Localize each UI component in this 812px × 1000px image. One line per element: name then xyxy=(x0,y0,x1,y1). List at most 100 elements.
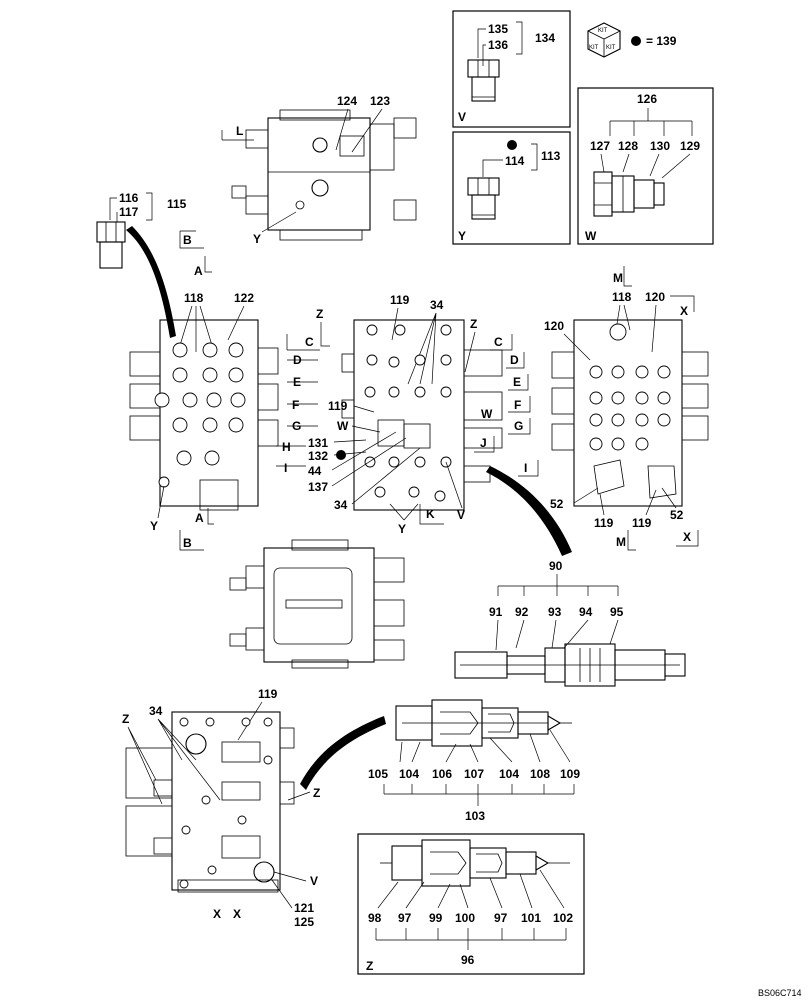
kit-dot-icon xyxy=(631,36,641,46)
callout-104-b: 104 xyxy=(499,767,519,781)
section-c-right: C xyxy=(494,335,503,349)
callout-116: 116 xyxy=(119,191,139,205)
callout-119-bottom-view: 119 xyxy=(258,687,278,701)
callout-109: 109 xyxy=(560,767,580,781)
view-label-v-center: V xyxy=(457,508,465,522)
callout-119-top: 119 xyxy=(390,293,410,307)
valve-103-body xyxy=(395,699,572,747)
kit-label: KIT xyxy=(598,28,608,34)
center-valve-body xyxy=(341,319,503,511)
kit-legend: KIT KIT KIT = 139 xyxy=(587,22,677,58)
reference-code: BS06C714 xyxy=(758,988,802,998)
callout-101: 101 xyxy=(521,911,541,925)
right-valve-view: M 118 120 X 120 52 119 119 5 xyxy=(544,266,709,551)
callout-52-right: 52 xyxy=(670,508,684,522)
middle-valve-view xyxy=(229,539,405,669)
view-label-w-center: W xyxy=(481,407,493,421)
callout-97-b: 97 xyxy=(494,911,508,925)
section-g-right: G xyxy=(514,419,523,433)
detail-box-y: 114 113 Y xyxy=(452,131,571,245)
callout-119-right-b: 119 xyxy=(632,516,652,530)
view-label-y-center: Y xyxy=(398,522,406,536)
view-label-z-bottom-b: Z xyxy=(313,786,320,800)
section-l: L xyxy=(236,124,243,138)
section-e-right: E xyxy=(513,375,521,389)
section-x-bottom: X xyxy=(683,530,691,544)
leaders-bottom-view xyxy=(127,701,263,805)
callout-95: 95 xyxy=(610,605,624,619)
callout-121: 121 xyxy=(294,901,314,915)
fitting-126 xyxy=(593,171,665,217)
view-label-z-box: Z xyxy=(366,959,373,973)
valve-90-body xyxy=(454,643,686,687)
callout-137: 137 xyxy=(308,480,328,494)
leader-136 xyxy=(482,44,486,66)
section-a-top: A xyxy=(194,264,203,278)
svg-text:KIT: KIT xyxy=(606,45,616,51)
callout-97-a: 97 xyxy=(398,911,412,925)
detail-box-v: 135 136 134 V xyxy=(452,10,571,128)
top-valve-view: 124 123 L Y xyxy=(221,94,417,246)
section-h-left: H xyxy=(282,440,291,454)
callout-103: 103 xyxy=(465,809,485,823)
view-label-y-left: Y xyxy=(150,519,158,533)
callout-124: 124 xyxy=(337,94,357,108)
section-m-top: M xyxy=(613,271,623,285)
valve-103-detail: 105 104 106 107 104 108 109 103 xyxy=(368,699,580,823)
callout-125: 125 xyxy=(294,915,314,929)
right-valve-body xyxy=(551,319,709,507)
kit-equals-139: = 139 xyxy=(646,34,677,48)
bracket-115 xyxy=(146,192,153,221)
callout-98: 98 xyxy=(368,911,382,925)
callout-129: 129 xyxy=(680,139,700,153)
callout-44: 44 xyxy=(308,464,322,478)
callout-34-bottom-view: 34 xyxy=(149,704,163,718)
kit-dot-icon xyxy=(336,450,346,460)
section-lines-left xyxy=(276,334,320,467)
left-valve-body xyxy=(129,319,279,511)
bottom-valve-view: 34 119 Z Z V 121 125 X X xyxy=(122,687,320,929)
detail-box-z-frame xyxy=(357,833,585,975)
callout-119-right-a: 119 xyxy=(594,516,614,530)
leader-114 xyxy=(482,159,503,177)
callout-100: 100 xyxy=(455,911,475,925)
callout-119-mid: 119 xyxy=(328,399,348,413)
callout-136: 136 xyxy=(488,38,508,52)
detail-box-w: 126 127 128 130 129 W xyxy=(577,87,714,245)
center-valve-view: 119 34 Z Z C D E F G H I xyxy=(276,293,539,536)
callout-90: 90 xyxy=(549,559,563,573)
leaders-right-top xyxy=(563,304,657,361)
callout-107: 107 xyxy=(464,767,484,781)
callout-106: 106 xyxy=(432,767,452,781)
callout-118: 118 xyxy=(184,291,204,305)
leaders-center-top xyxy=(391,307,437,385)
view-label-v-bottom: V xyxy=(310,874,318,888)
callout-128: 128 xyxy=(618,139,638,153)
left-valve-view: B A 118 122 Y A B xyxy=(129,230,279,551)
bracket-134 xyxy=(516,21,523,55)
section-x-top: X xyxy=(680,304,688,318)
section-f-right: F xyxy=(514,398,521,412)
section-i-right: I xyxy=(524,461,527,475)
leader-135 xyxy=(477,28,486,58)
callout-w-mid: W xyxy=(337,419,349,433)
leaders-118-122 xyxy=(177,305,245,353)
view-label-z-center-right: Z xyxy=(470,317,477,331)
view-label-z-bottom-a: Z xyxy=(122,712,129,726)
callout-94: 94 xyxy=(579,605,593,619)
callout-93: 93 xyxy=(548,605,562,619)
callout-wedge-90 xyxy=(486,466,572,556)
leaders-center-left xyxy=(331,405,421,505)
callout-122: 122 xyxy=(234,291,254,305)
leader-y-top xyxy=(261,211,297,233)
section-b-top: B xyxy=(183,233,192,247)
valve-96-body xyxy=(380,839,570,887)
callout-108: 108 xyxy=(530,767,550,781)
section-d-right: D xyxy=(510,353,519,367)
callout-131: 131 xyxy=(308,436,328,450)
bracket-113 xyxy=(531,143,538,171)
detail-box-y-frame xyxy=(452,131,571,245)
bracket-90 xyxy=(497,574,619,596)
leaders-123-124 xyxy=(335,108,383,153)
